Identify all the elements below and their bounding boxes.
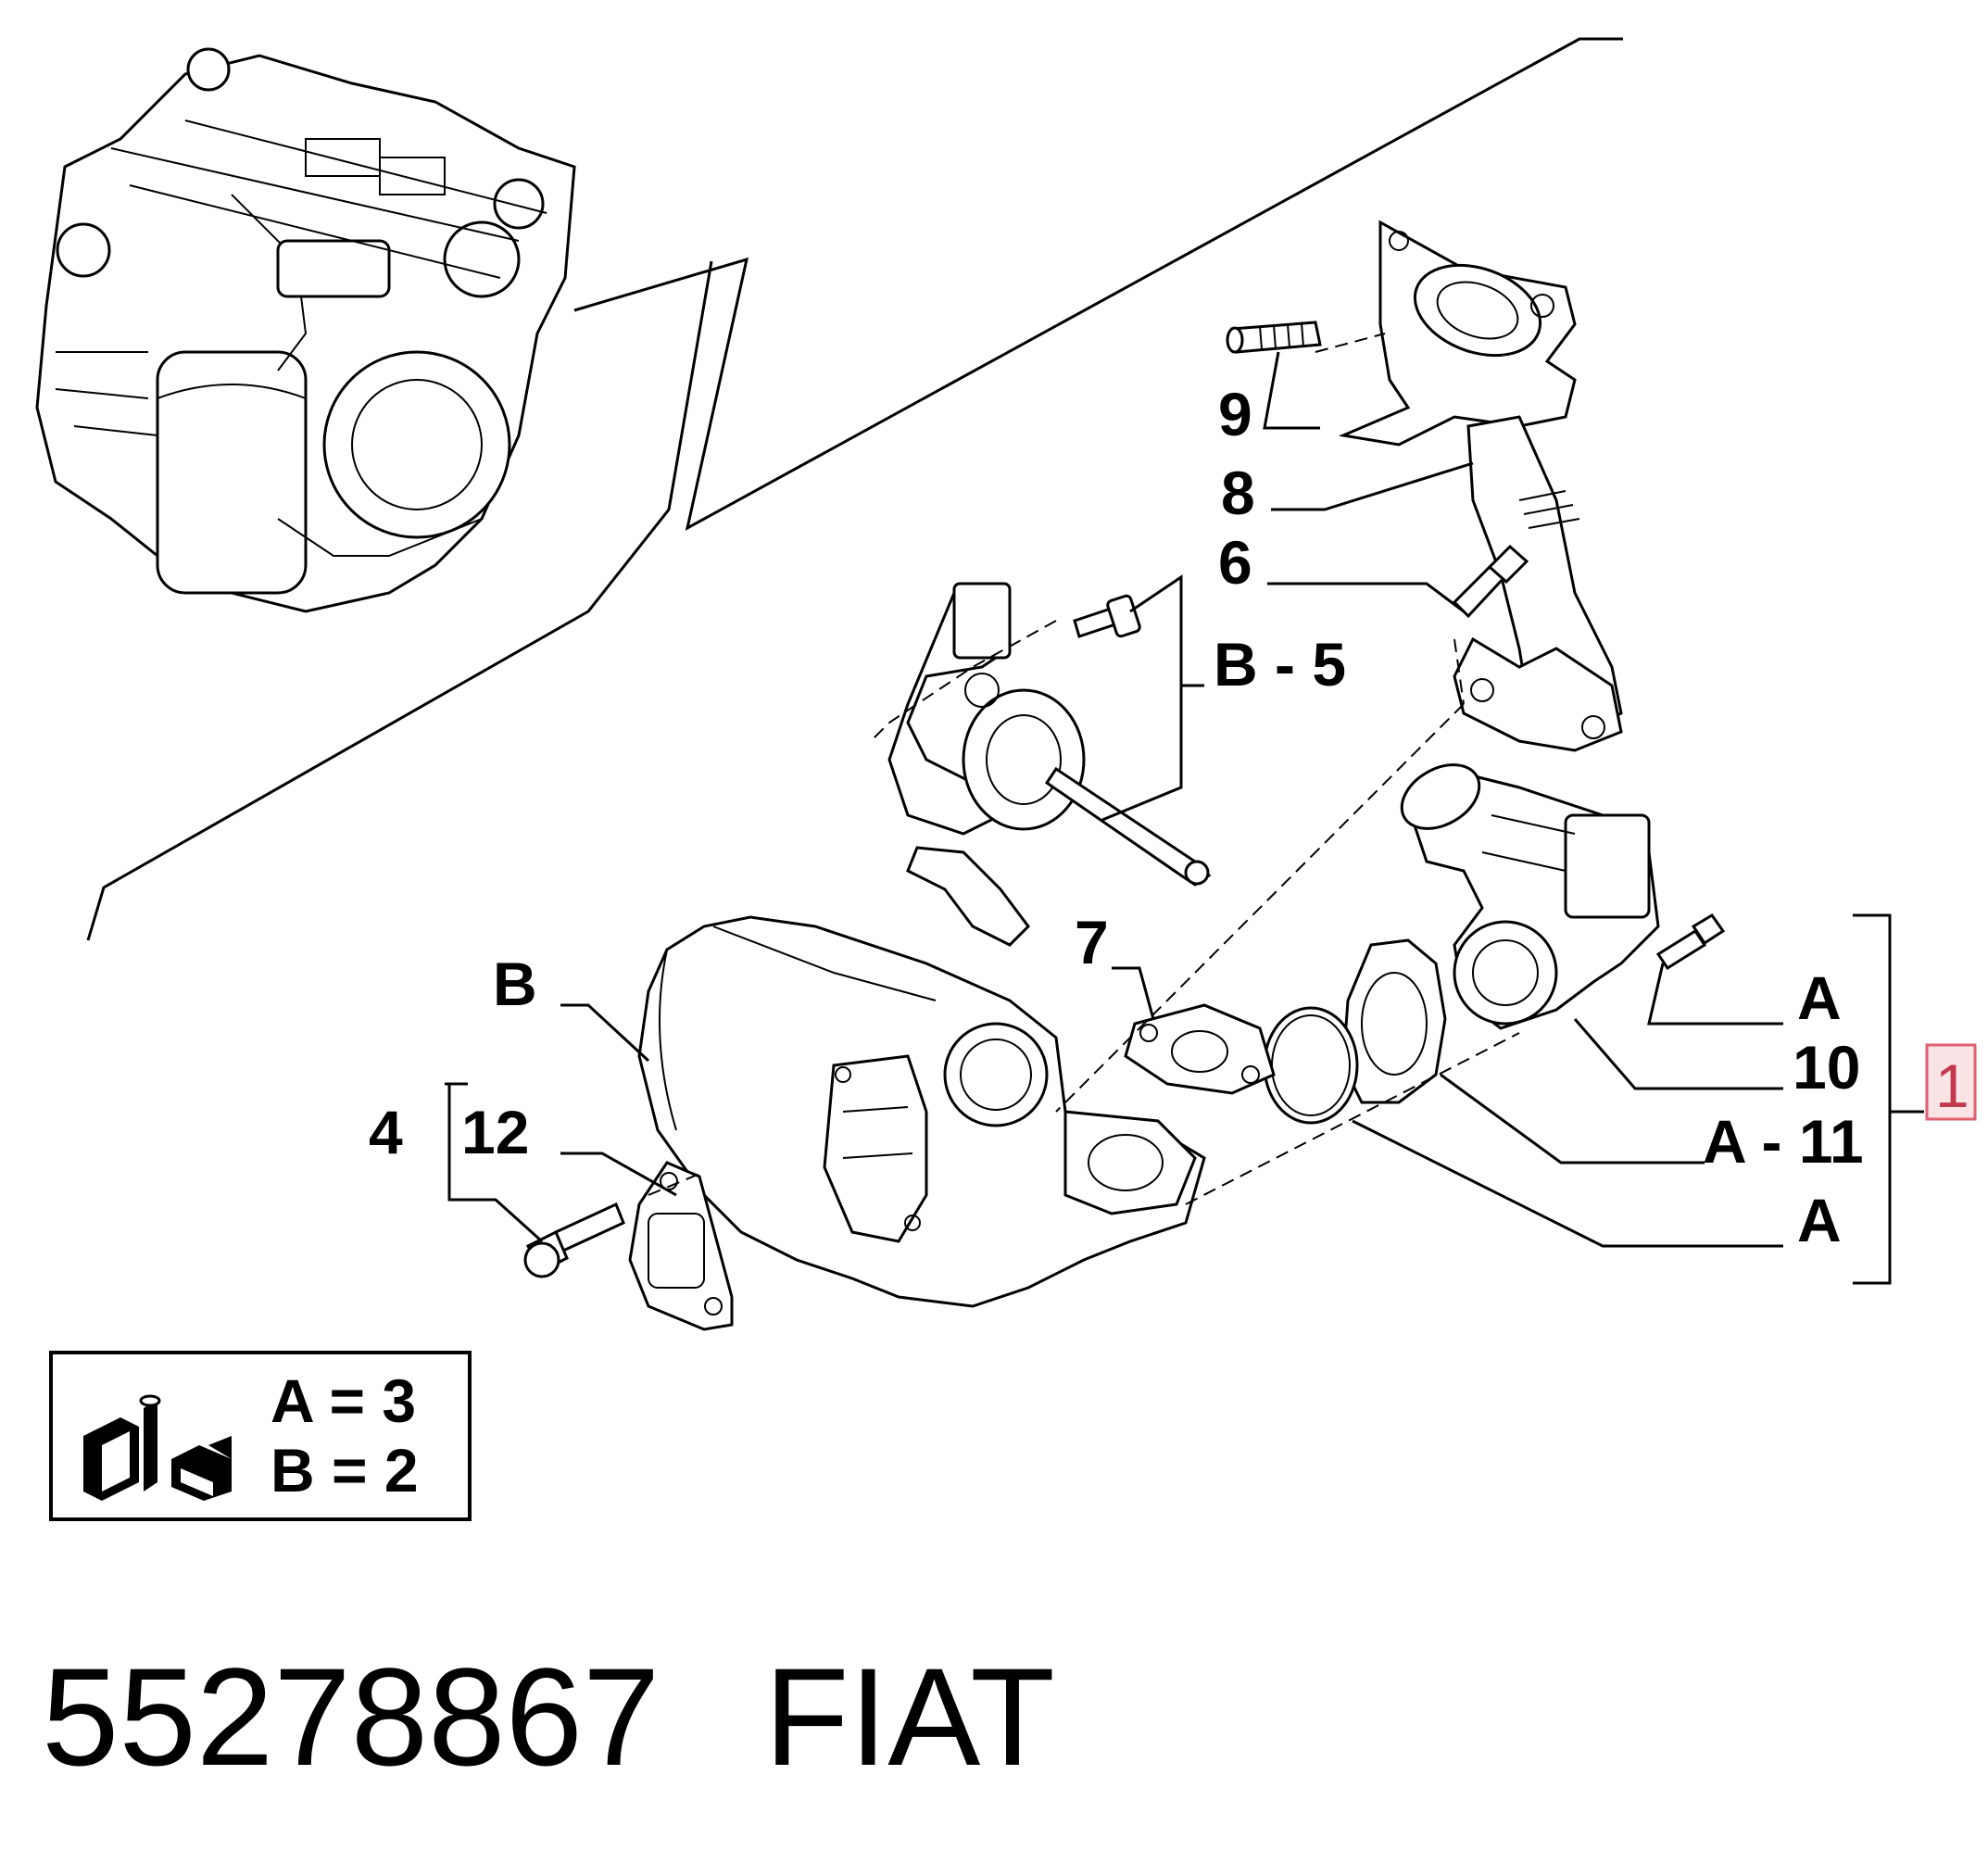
leader-line-12 <box>560 1152 677 1197</box>
leader-line-1-bracket <box>1853 913 1892 1285</box>
callout-4: 4 <box>369 1098 403 1166</box>
leader-line-10 <box>1573 1018 1783 1090</box>
callout-7: 7 <box>1075 908 1109 976</box>
zoom-bracket-line-lower <box>86 260 713 941</box>
callout-a-bottom: A <box>1797 1186 1842 1254</box>
leader-line-a-bottom <box>1352 1119 1783 1248</box>
zoom-bracket-line <box>573 37 1623 531</box>
gasket-part-12 <box>628 1161 734 1331</box>
callout-6: 6 <box>1218 528 1252 597</box>
o-ring-part-a <box>1263 1006 1359 1125</box>
leader-line-9 <box>1263 351 1320 430</box>
callout-a-top: A <box>1797 963 1842 1032</box>
callout-1-highlight[interactable]: 1 <box>1925 1043 1977 1121</box>
alignment-line <box>648 1171 705 1196</box>
callout-b5: B - 5 <box>1214 630 1346 699</box>
callout-8: 8 <box>1221 459 1255 527</box>
callout-1: 1 <box>1935 1051 1969 1120</box>
fiat-parts-box-icon <box>83 1394 232 1501</box>
leader-line-a11 <box>1440 1073 1705 1164</box>
bolt-part-4 <box>523 1202 625 1278</box>
leader-line-4-bracket <box>445 1082 544 1243</box>
leader-line-b <box>560 1003 650 1063</box>
egr-cooler-part-b <box>637 846 1206 1308</box>
part-number: 55278867 <box>42 1639 660 1794</box>
leader-line-a-top <box>1647 963 1783 1026</box>
egr-pipe-part-8 <box>1338 220 1623 752</box>
legend-line-a: A = 3 <box>271 1366 416 1435</box>
leader-line-6 <box>1267 582 1465 613</box>
brand-name: FIAT <box>764 1639 1055 1794</box>
leader-line-8 <box>1271 461 1474 511</box>
callout-a11: A - 11 <box>1703 1107 1864 1176</box>
leader-line-b5-bracket <box>1101 574 1183 822</box>
alignment-line <box>1185 1032 1520 1205</box>
engine-overview-image <box>35 47 576 613</box>
stud-part-9 <box>1226 321 1322 354</box>
gasket-part-a11 <box>1341 938 1447 1104</box>
callout-b: B <box>493 950 537 1018</box>
alignment-line <box>1055 703 1465 1113</box>
callout-9: 9 <box>1218 380 1252 448</box>
gasket-part-7 <box>1124 1003 1276 1095</box>
egr-valve-actuator-part-b5 <box>887 582 1212 887</box>
alignment-line <box>1453 638 1465 705</box>
legend-line-b: B = 2 <box>271 1436 419 1504</box>
egr-valve-part-10 <box>1400 763 1660 1030</box>
alignment-line <box>1315 333 1386 353</box>
callout-12: 12 <box>461 1098 529 1166</box>
callout-10: 10 <box>1793 1033 1860 1101</box>
alignment-line <box>870 620 1057 742</box>
bolt-part-a <box>1655 913 1726 971</box>
leader-line-7 <box>1112 966 1155 1020</box>
quantity-legend-box: A = 3 B = 2 <box>49 1351 472 1521</box>
screw-part-b5 <box>1073 594 1141 638</box>
